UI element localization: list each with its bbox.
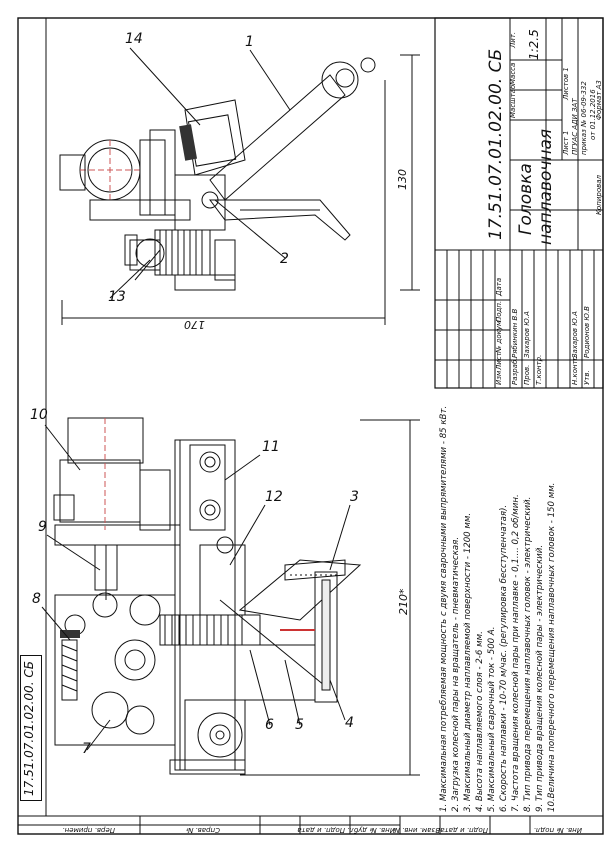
tb-col-list: Лист xyxy=(495,352,503,370)
callout-2: 2 xyxy=(280,251,289,267)
note-8: 8. Тип привода перемещения наплавочных г… xyxy=(523,496,533,812)
tb-col-sign: Подп. xyxy=(495,300,503,322)
callout-12: 12 xyxy=(265,489,283,505)
note-3: 3. Максимальный диаметр наплавляемой пов… xyxy=(463,512,473,812)
scale-value: 1:2.5 xyxy=(527,29,541,60)
format-label: Формат А3 xyxy=(595,80,603,120)
callout-1: 1 xyxy=(245,34,254,50)
tb-col-date: Дата xyxy=(495,277,503,296)
drawing-designation: 17.51.07.01.02.00. СБ xyxy=(486,48,506,240)
callout-8: 8 xyxy=(32,591,41,607)
stamp-inv-dubl: Инв. № дубл. xyxy=(347,826,395,834)
note-5: 5. Максимальный сварочный ток - 500 А. xyxy=(487,626,497,812)
drawing-name-line1: Головка xyxy=(516,163,536,235)
note-10: 10.Величина поперечного перемещения напл… xyxy=(547,482,557,812)
dimension-170: 170 xyxy=(184,318,205,331)
stamp-podp-data-1: Подп. и дата xyxy=(297,826,345,834)
designation-stamp: 17.51.07.01.02.00. СБ xyxy=(22,661,36,796)
tb-name-prov: Захаров Ю.А xyxy=(523,311,531,358)
note-7: 7. Частота вращения колесной пары при на… xyxy=(511,494,521,812)
note-2: 2. Загрузка колесной пары на вращатель -… xyxy=(451,536,461,812)
callout-13: 13 xyxy=(108,289,126,305)
designation-stamp-box xyxy=(20,655,42,801)
note-9: 9. Тип привода вращения колесной пары - … xyxy=(535,544,545,812)
title-block xyxy=(434,17,604,389)
litera-label: Лит. xyxy=(509,31,517,48)
callout-6: 6 xyxy=(265,717,274,733)
stamp-perv-primen: Перв. примен. xyxy=(62,826,115,834)
stamp-inv-podl: Инв. № подл. xyxy=(533,826,582,834)
tb-role-prov: Пров. xyxy=(523,364,531,385)
tb-role-tkontr: Т.контр. xyxy=(535,354,543,385)
note-6: 6. Скорость наплавки - 10-70 м/час. (рег… xyxy=(499,504,509,812)
copied-label: Копировал xyxy=(595,175,603,215)
tb-role-utv: Утв. xyxy=(583,370,591,385)
tb-role-razrab: Разраб. xyxy=(511,357,519,385)
tb-col-doc: № докум. xyxy=(495,318,503,353)
top-view-drawing xyxy=(59,47,420,325)
tb-col-izm: Изм xyxy=(495,370,503,385)
mass-label: Масса xyxy=(509,62,517,85)
tb-role-nkontr: Н.контр. xyxy=(571,353,579,385)
stamp-vzam-inv: Взам. инв. № xyxy=(392,826,440,834)
callout-11: 11 xyxy=(262,439,280,455)
tb-name-razrab: Рябинкин В.В xyxy=(511,308,519,358)
sheets-label: Листов 1 xyxy=(562,67,570,100)
stamp-podp-data-2: Подп. и дата xyxy=(440,826,488,834)
callout-5: 5 xyxy=(295,717,304,733)
note-1: 1. Максимальная потребляемая мощность с … xyxy=(439,405,449,812)
scale-label: Масштаб xyxy=(509,84,517,118)
tb-name-utv: Родионов Ю.В xyxy=(583,306,591,358)
side-view-drawing xyxy=(41,417,420,776)
org-line2: приказ № 06-09-332 xyxy=(580,81,588,155)
dimension-210: 210* xyxy=(397,588,410,616)
stamp-sprav: Справ. № xyxy=(185,826,220,834)
callout-14: 14 xyxy=(125,31,143,47)
org-line1: ПГУАС АДИ ЗАТ xyxy=(571,98,579,155)
callout-4: 4 xyxy=(345,715,354,731)
sheet-label: Лист 1 xyxy=(562,130,570,155)
callout-7: 7 xyxy=(82,741,91,757)
tb-name-nkontr: Захаров Ю.А xyxy=(571,311,579,358)
callout-3: 3 xyxy=(350,489,359,505)
drawing-name-line2: наплавочная xyxy=(536,128,556,245)
dimension-130: 130 xyxy=(396,169,409,190)
note-4: 4. Высота наплавляемого слоя - 2-6 мм. xyxy=(475,631,485,812)
callout-10: 10 xyxy=(30,407,48,423)
callout-9: 9 xyxy=(38,519,47,535)
